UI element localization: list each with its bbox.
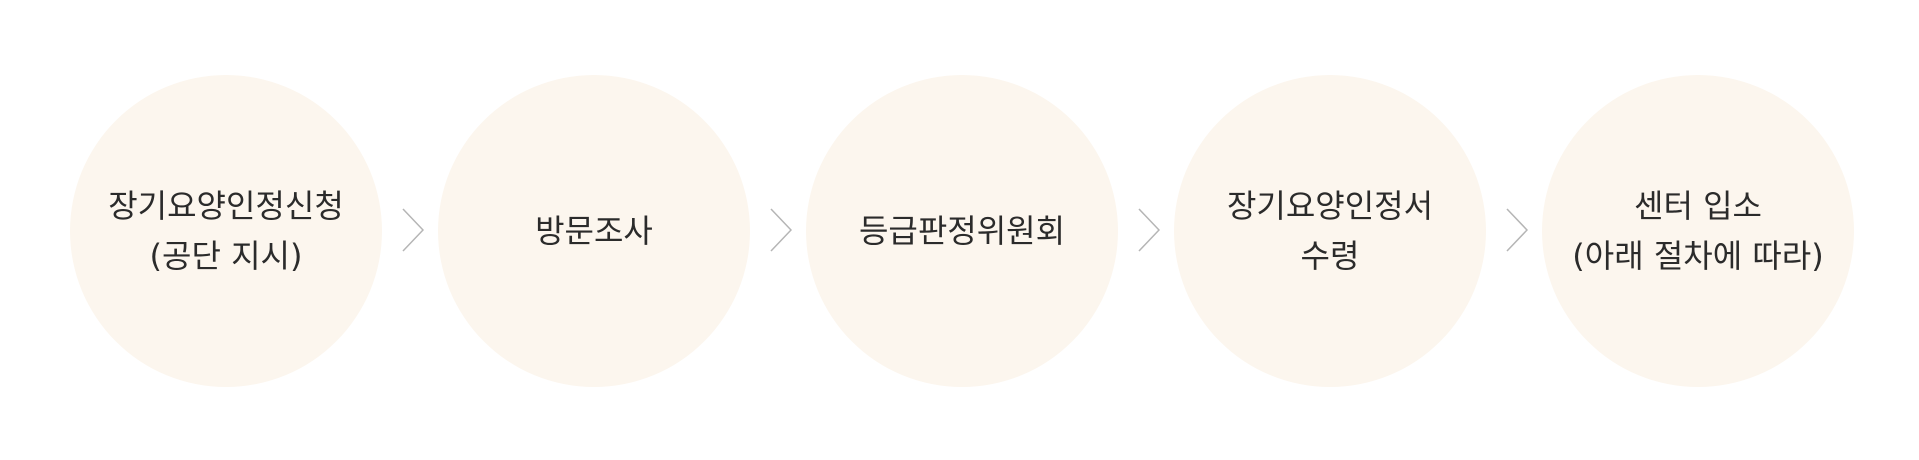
step-2-label: 방문조사 [535, 206, 653, 256]
step-4-line-1: 장기요양인정서 [1226, 187, 1434, 225]
step-5-label: 센터 입소 (아래 절차에 따라) [1572, 181, 1823, 281]
step-4-line-2: 수령 [1300, 237, 1360, 275]
step-3-label: 등급판정위원회 [859, 206, 1065, 256]
step-1-circle: 장기요양인정신청 (공단 지시) [70, 75, 382, 387]
chevron-right-icon [770, 208, 792, 252]
step-4-label: 장기요양인정서 수령 [1227, 181, 1433, 281]
step-5-line-2: (아래 절차에 따라) [1572, 237, 1824, 275]
step-1-line-1: 장기요양인정신청 [108, 187, 344, 225]
step-2-circle: 방문조사 [438, 75, 750, 387]
step-5-line-1: 센터 입소 [1634, 187, 1762, 225]
step-4-circle: 장기요양인정서 수령 [1174, 75, 1486, 387]
step-2-line-1: 방문조사 [535, 212, 653, 250]
step-5-circle: 센터 입소 (아래 절차에 따라) [1542, 75, 1854, 387]
chevron-right-icon [1138, 208, 1160, 252]
step-3-circle: 등급판정위원회 [806, 75, 1118, 387]
step-1-label: 장기요양인정신청 (공단 지시) [108, 181, 344, 281]
step-3-line-1: 등급판정위원회 [858, 212, 1066, 250]
chevron-right-icon [402, 208, 424, 252]
step-1-line-2: (공단 지시) [149, 237, 303, 275]
chevron-right-icon [1506, 208, 1528, 252]
